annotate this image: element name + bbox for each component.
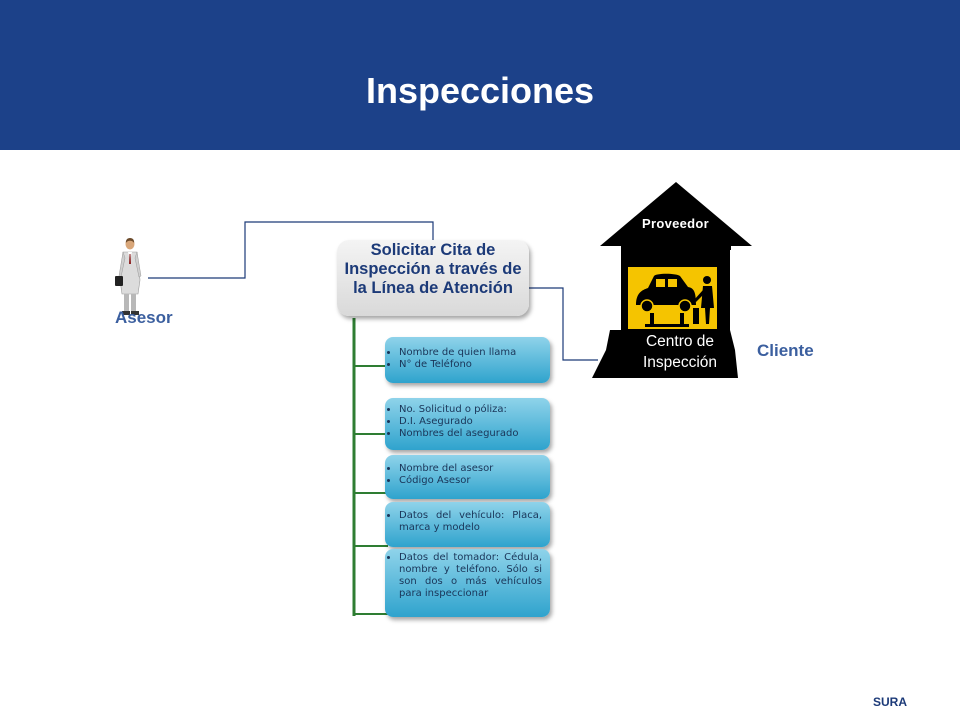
info-item: Datos del vehículo: Placa, marca y model…: [399, 510, 542, 534]
info-box-vehicle: Datos del vehículo: Placa, marca y model…: [385, 502, 550, 547]
proveedor-label: Proveedor: [642, 216, 710, 231]
info-item: Código Asesor: [399, 475, 542, 487]
info-item: D.I. Asegurado: [399, 416, 542, 428]
info-item: Nombre del asesor: [399, 463, 542, 475]
info-box-policy: No. Solicitud o póliza: D.I. Asegurado N…: [385, 398, 550, 450]
main-step-text: Solicitar Cita de Inspección a través de…: [344, 241, 522, 297]
cliente-connector: [528, 287, 598, 361]
info-item: Datos del tomador: Cédula, nombre y telé…: [399, 552, 542, 600]
info-item: Nombres del asegurado: [399, 428, 542, 440]
centro-line-1: Centro de: [645, 333, 715, 350]
inspection-center-house-icon: [592, 182, 752, 378]
info-item: Nombre de quien llama: [399, 347, 542, 359]
footer-brand: SURA: [873, 695, 908, 709]
businessman-icon: [115, 238, 142, 315]
centro-inspeccion-label: Centro de Inspección: [620, 331, 740, 373]
info-item: N° de Teléfono: [399, 359, 542, 371]
slide-title: Inspecciones: [365, 70, 595, 111]
info-box-policyholder: Datos del tomador: Cédula, nombre y telé…: [385, 549, 550, 617]
cliente-label: Cliente: [757, 341, 814, 360]
centro-line-2: Inspección: [642, 354, 718, 371]
main-step-box: [337, 240, 529, 316]
info-item: No. Solicitud o póliza:: [399, 404, 542, 416]
asesor-label: Asesor: [115, 308, 173, 327]
info-box-caller: Nombre de quien llama N° de Teléfono: [385, 337, 550, 383]
info-box-advisor: Nombre del asesor Código Asesor: [385, 455, 550, 499]
header-banner: [0, 0, 960, 150]
asesor-connector: [148, 221, 434, 279]
